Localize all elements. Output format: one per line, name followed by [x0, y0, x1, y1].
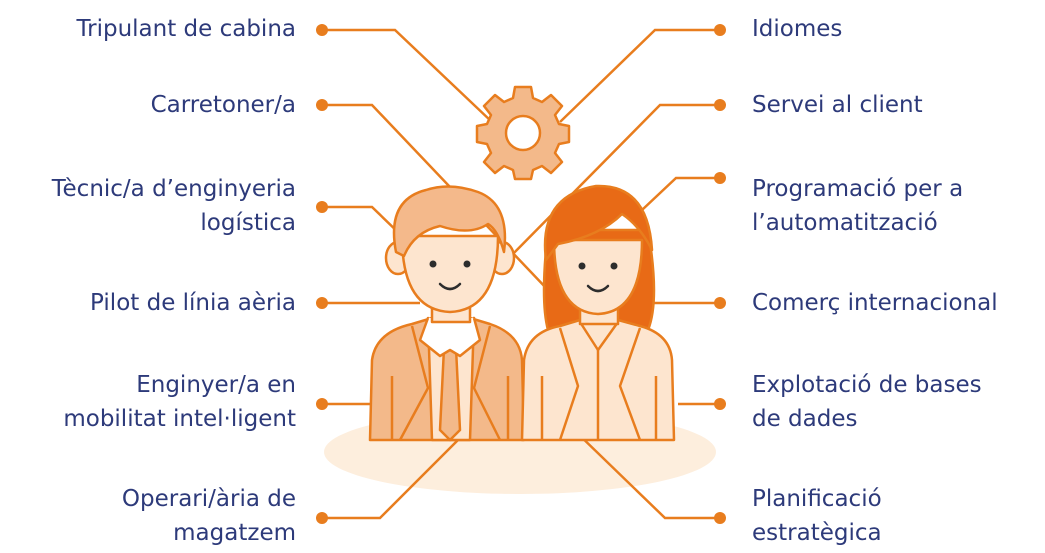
woman-hair-front [543, 184, 654, 262]
label-pilot: Pilot de línia aèria [90, 290, 296, 316]
man-collar [418, 317, 482, 358]
label-programacio: Programació per a l’automatització [752, 176, 964, 236]
gear-icon [475, 85, 571, 181]
connector-programacio [641, 176, 720, 211]
label-explotacio: Explotació de bases de dades [752, 372, 982, 432]
connector-carretoner [322, 103, 549, 291]
connector-dots [316, 24, 726, 524]
woman-figure [520, 184, 676, 442]
connector-operari [322, 429, 469, 520]
label-comerc: Comerç internacional [752, 290, 998, 316]
man-face [429, 260, 471, 268]
man-smile [438, 282, 462, 291]
label-planificacio: Planificació estratègica [752, 486, 882, 546]
label-enginyer: Enginyer/a en mobilitat intel·ligent [63, 372, 296, 432]
woman-smile [586, 284, 610, 293]
label-tecnic: Tècnic/a d’enginyeria logística [51, 176, 296, 236]
connector-idiomes [559, 28, 720, 123]
connector-tripulant [322, 28, 493, 123]
man-hair [392, 185, 507, 258]
connector-tecnic [322, 205, 403, 237]
woman-head [552, 238, 644, 316]
label-tripulant: Tripulant de cabina [76, 16, 296, 42]
man-head [400, 234, 500, 314]
woman-face [578, 262, 618, 270]
connectors [322, 28, 720, 520]
label-operari: Operari/ària de magatzem [121, 486, 296, 546]
man-figure [368, 185, 526, 442]
label-carretoner: Carretoner/a [150, 92, 296, 118]
man-tie [438, 346, 462, 442]
label-servei: Servei al client [752, 92, 923, 118]
label-idiomes: Idiomes [752, 16, 843, 42]
connector-planificacio [571, 427, 720, 520]
